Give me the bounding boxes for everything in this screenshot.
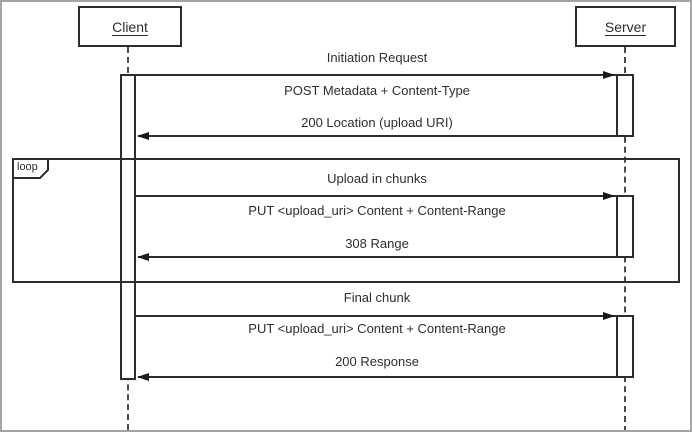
arrowhead-right-icon: [603, 312, 615, 320]
arrowhead-right-icon: [603, 71, 615, 79]
loop-operator-label: loop: [17, 161, 38, 173]
request-message-label: POST Metadata + Content-Type: [284, 83, 470, 98]
client-activation-bar: [120, 74, 136, 380]
participant-box-server: Server: [575, 6, 676, 47]
message-title: Final chunk: [343, 290, 411, 305]
participant-label-client: Client: [112, 18, 148, 35]
request-message-label: PUT <upload_uri> Content + Content-Range: [248, 321, 506, 336]
request-message-line: [136, 195, 616, 197]
response-message-line: [138, 256, 616, 258]
server-activation-bar-2: [616, 195, 634, 258]
request-message-label: PUT <upload_uri> Content + Content-Range: [248, 203, 506, 218]
server-activation-bar-1: [616, 74, 634, 137]
response-message-label: 200 Response: [335, 354, 419, 369]
arrowhead-left-icon: [137, 253, 149, 261]
response-message-label: 308 Range: [345, 236, 409, 251]
arrowhead-left-icon: [137, 373, 149, 381]
arrowhead-left-icon: [137, 132, 149, 140]
loop-operator-pentagon: [12, 158, 49, 179]
message-title: Initiation Request: [326, 50, 428, 65]
request-message-line: [136, 74, 616, 76]
loop-fragment-frame: [12, 158, 680, 283]
participant-label-server: Server: [604, 18, 647, 35]
message-title: Upload in chunks: [327, 171, 427, 186]
participant-box-client: Client: [78, 6, 182, 47]
server-activation-bar-3: [616, 315, 634, 378]
arrowhead-right-icon: [603, 192, 615, 200]
response-message-line: [138, 135, 616, 137]
response-message-label: 200 Location (upload URI): [301, 115, 453, 130]
response-message-line: [138, 376, 616, 378]
request-message-line: [136, 315, 616, 317]
